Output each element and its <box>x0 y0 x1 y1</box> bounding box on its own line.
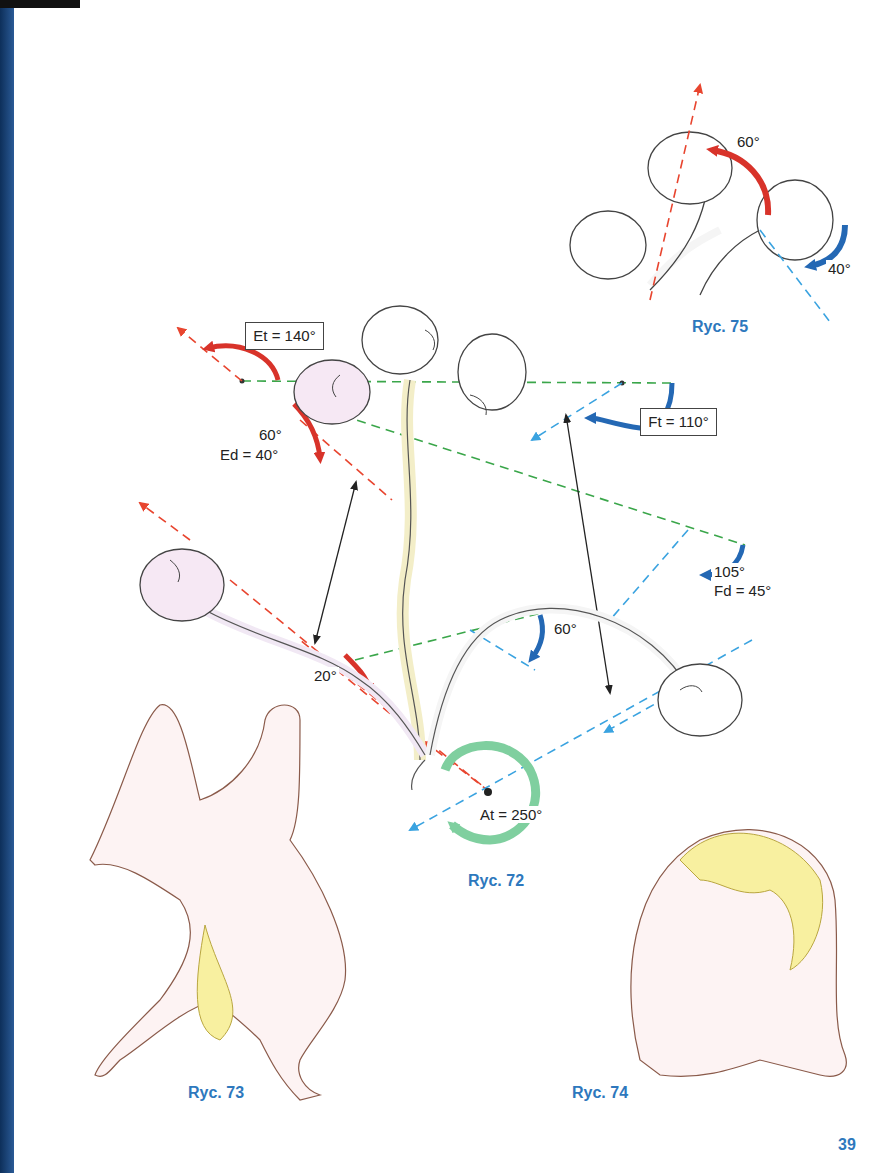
figure-number: Ryc. 73 <box>186 1084 246 1102</box>
angle-value: Ft = 110° <box>648 413 708 430</box>
angle-value: Et = 140° <box>253 327 315 344</box>
value-box: Et = 140° <box>245 322 324 350</box>
angle-label: 60° <box>735 133 762 150</box>
figure-number: 39 <box>836 1136 858 1154</box>
angle-label: Ed = 40° <box>218 446 280 463</box>
figure-number: Ryc. 74 <box>570 1084 630 1102</box>
angle-label: At = 250° <box>478 806 544 823</box>
value-box: Ft = 110° <box>640 408 717 436</box>
angle-label: 20° <box>312 667 339 684</box>
figure-number: Ryc. 75 <box>690 318 750 336</box>
figure-number: Ryc. 72 <box>466 872 526 890</box>
angle-label: Fd = 45° <box>712 582 773 599</box>
angle-label: 40° <box>826 260 853 277</box>
angle-label: 60° <box>257 426 284 443</box>
angle-label: 105° <box>712 563 747 580</box>
angle-label: 60° <box>552 620 579 637</box>
